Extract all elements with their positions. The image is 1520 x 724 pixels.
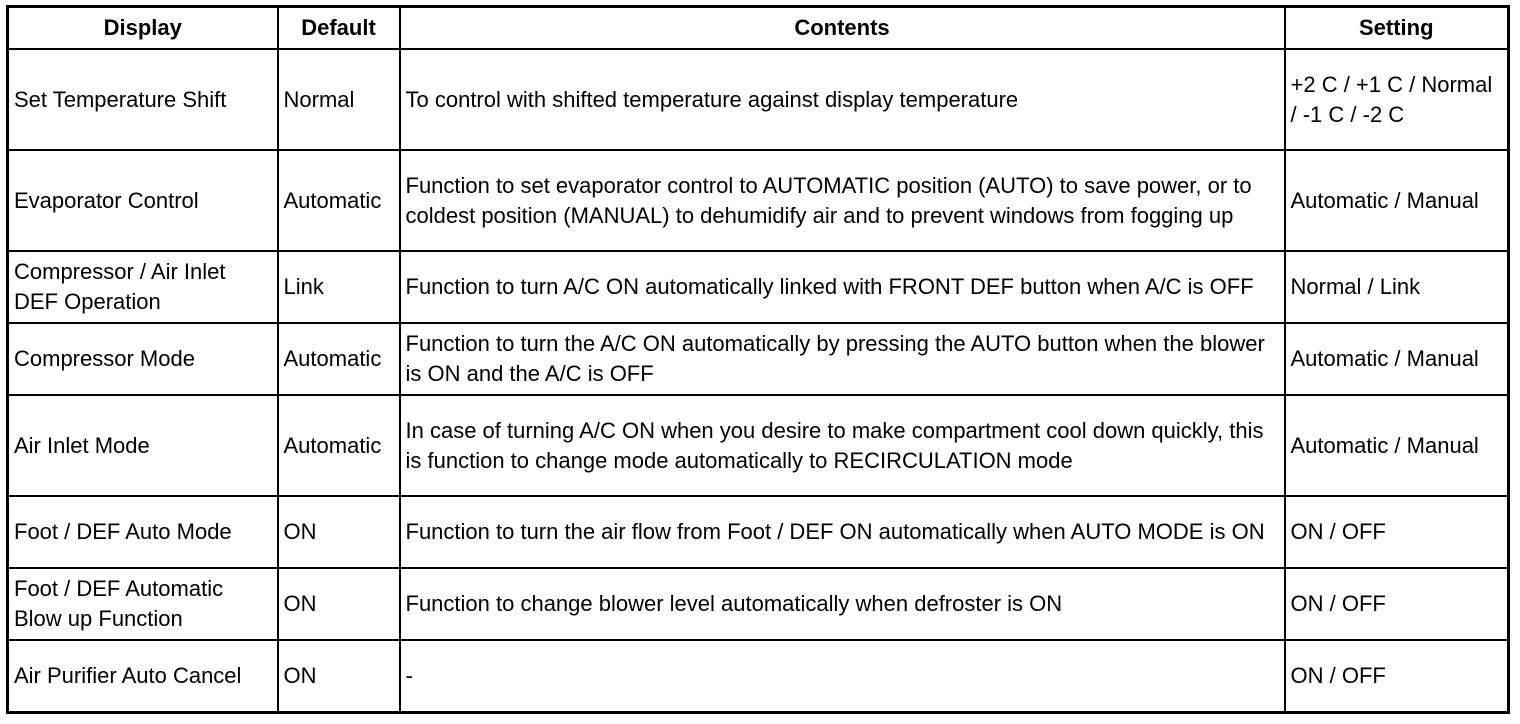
cell-display: Foot / DEF Automatic Blow up Function (6, 567, 279, 641)
cell-default: ON (276, 639, 401, 714)
table-row: Air Purifier Auto Cancel ON - ON / OFF (6, 639, 1510, 714)
table-row: Foot / DEF Auto Mode ON Function to turn… (6, 495, 1510, 569)
cell-display: Evaporator Control (6, 149, 279, 252)
cell-default: Automatic (276, 394, 401, 497)
table-row: Set Temperature Shift Normal To control … (6, 48, 1510, 151)
header-display: Display (6, 5, 279, 50)
cell-default: ON (276, 567, 401, 641)
cell-contents: In case of turning A/C ON when you desir… (398, 394, 1286, 497)
cell-default: Automatic (276, 149, 401, 252)
cell-setting: Automatic / Manual (1283, 394, 1510, 497)
table-row: Evaporator Control Automatic Function to… (6, 149, 1510, 252)
cell-default: Normal (276, 48, 401, 151)
cell-default: Automatic (276, 322, 401, 396)
cell-display: Foot / DEF Auto Mode (6, 495, 279, 569)
cell-setting: Normal / Link (1283, 250, 1510, 324)
cell-contents: - (398, 639, 1286, 714)
cell-display: Air Purifier Auto Cancel (6, 639, 279, 714)
cell-contents: Function to set evaporator control to AU… (398, 149, 1286, 252)
table-row: Compressor / Air Inlet DEF Operation Lin… (6, 250, 1510, 324)
cell-display: Compressor Mode (6, 322, 279, 396)
table-header: Display Default Contents Setting (6, 5, 1510, 50)
cell-default: Link (276, 250, 401, 324)
cell-contents: To control with shifted temperature agai… (398, 48, 1286, 151)
header-setting: Setting (1283, 5, 1510, 50)
cell-display: Compressor / Air Inlet DEF Operation (6, 250, 279, 324)
cell-contents: Function to turn A/C ON automatically li… (398, 250, 1286, 324)
table-row: Air Inlet Mode Automatic In case of turn… (6, 394, 1510, 497)
cell-display: Air Inlet Mode (6, 394, 279, 497)
settings-table: Display Default Contents Setting Set Tem… (6, 5, 1510, 714)
cell-setting: +2 C / +1 C / Normal / -1 C / -2 C (1283, 48, 1510, 151)
header-contents: Contents (398, 5, 1286, 50)
cell-contents: Function to turn the air flow from Foot … (398, 495, 1286, 569)
table-row: Compressor Mode Automatic Function to tu… (6, 322, 1510, 396)
cell-setting: ON / OFF (1283, 639, 1510, 714)
table-body: Set Temperature Shift Normal To control … (6, 48, 1510, 714)
cell-default: ON (276, 495, 401, 569)
cell-display: Set Temperature Shift (6, 48, 279, 151)
header-default: Default (276, 5, 401, 50)
header-row: Display Default Contents Setting (6, 5, 1510, 50)
cell-contents: Function to turn the A/C ON automaticall… (398, 322, 1286, 396)
cell-setting: ON / OFF (1283, 495, 1510, 569)
cell-setting: Automatic / Manual (1283, 149, 1510, 252)
table-row: Foot / DEF Automatic Blow up Function ON… (6, 567, 1510, 641)
cell-contents: Function to change blower level automati… (398, 567, 1286, 641)
cell-setting: ON / OFF (1283, 567, 1510, 641)
cell-setting: Automatic / Manual (1283, 322, 1510, 396)
